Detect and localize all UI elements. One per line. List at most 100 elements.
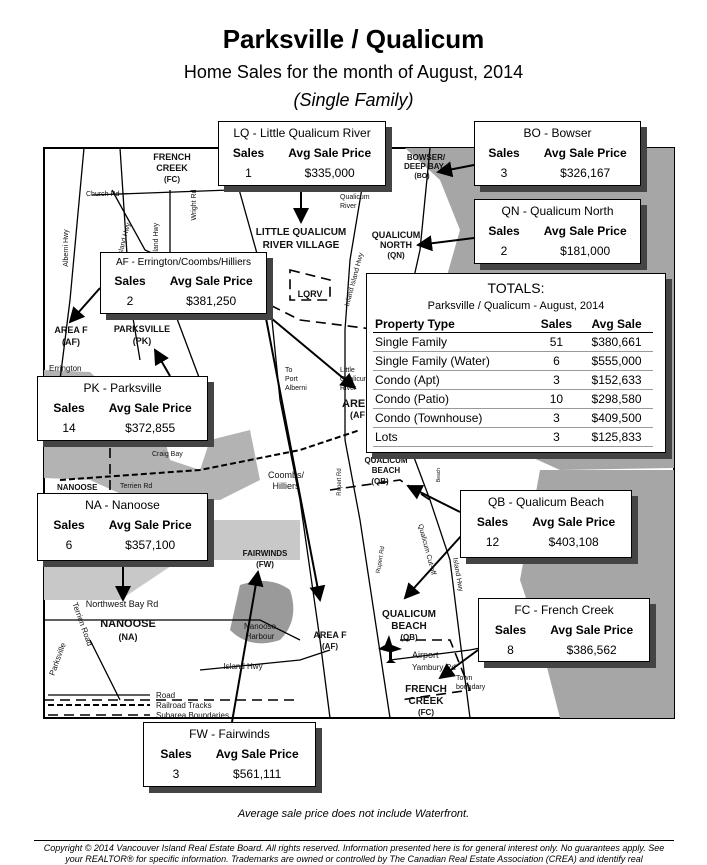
label-island-hwy-2: Island Hwy <box>153 222 160 257</box>
church-rd-line <box>91 189 231 196</box>
label-qualicum-beach-top: QUALICUM <box>364 456 407 465</box>
table-row: Condo (Townhouse) 3 $409,500 <box>373 408 653 428</box>
legend-boundary-label: Subarea Boundaries <box>156 711 229 720</box>
svg-text:BEACH: BEACH <box>372 466 401 475</box>
svg-text:(AF): (AF) <box>322 642 338 651</box>
col-sales: Sales <box>160 747 192 761</box>
svg-text:(FW): (FW) <box>256 560 274 569</box>
area-name-na: NA - Nanoose <box>85 498 160 512</box>
label-wright-rd: Wright Rd <box>191 189 198 220</box>
label-bowser: BOWSER/ <box>407 153 446 162</box>
row-avg: $555,000 <box>580 351 653 371</box>
arrow-qn <box>416 235 475 252</box>
label-craig-bay: Craig Bay <box>152 451 183 458</box>
svg-text:(AF: (AF <box>350 410 365 420</box>
label-church-rd: Church Rd <box>86 191 120 198</box>
area-name-af: AF - Errington/Coombs/Hilliers <box>115 257 252 268</box>
label-parksville: PARKSVILLE <box>114 324 170 334</box>
sales-af: 2 <box>126 294 134 308</box>
sales-qb: 12 <box>485 535 500 549</box>
col-sales: Sales <box>53 401 85 415</box>
col-avg: Avg Sale Price <box>288 146 372 160</box>
nanoose-harbour-water <box>230 581 294 644</box>
label-terrien-rd: Terrien Rd <box>120 483 152 490</box>
col-avg: Avg Sale Price <box>543 146 627 160</box>
row-sales: 51 <box>532 332 581 352</box>
col-sales: Sales <box>494 623 527 637</box>
row-avg: $152,633 <box>580 370 653 390</box>
row-avg: $298,580 <box>580 389 653 409</box>
label-northwest-bay-rd: Northwest Bay Rd <box>86 599 159 609</box>
label-little-qualicum-river: Little <box>340 367 355 374</box>
page-title: Parksville / Qualicum <box>222 24 485 54</box>
area-name-bo: BO - Bowser <box>523 126 592 140</box>
svg-text:(FC): (FC) <box>418 708 434 717</box>
label-yambury-rd: Yambury Rd <box>412 663 456 672</box>
area-name-qb: QB - Qualicum Beach <box>487 495 605 509</box>
avg-na: $357,100 <box>125 538 176 552</box>
svg-text:BEACH: BEACH <box>391 621 427 632</box>
totals-col-sales: Sales <box>532 316 581 333</box>
alberni-hwy-line <box>59 147 85 381</box>
arrow-bo <box>436 161 475 178</box>
label-area-f-south: AREA F <box>313 630 347 640</box>
label-rupert-rd-2: Rupert Rd <box>376 546 387 574</box>
svg-text:(QB): (QB) <box>371 477 389 486</box>
col-avg: Avg Sale Price <box>215 747 299 761</box>
label-island-hwy-bottom: Island Hwy <box>223 662 262 671</box>
pointer-arrows <box>68 161 479 723</box>
row-type: Single Family (Water) <box>373 351 533 371</box>
svg-text:River: River <box>340 203 357 210</box>
copyright-notice: Copyright © 2014 Vancouver Island Real E… <box>34 840 674 865</box>
map-labels: FRENCH CREEK (FC) Church Rd Alberni Hwy … <box>48 152 486 717</box>
svg-text:RIVER VILLAGE: RIVER VILLAGE <box>263 240 340 251</box>
svg-text:(PK): (PK) <box>133 336 152 346</box>
svg-text:(AF): (AF) <box>62 337 80 347</box>
sales-fc: 8 <box>507 643 514 657</box>
arrow-qb-north <box>406 485 461 513</box>
arrow-fw <box>231 570 264 723</box>
svg-text:(QB): (QB) <box>400 633 418 642</box>
col-sales: Sales <box>114 274 146 288</box>
table-row: Condo (Patio) 10 $298,580 <box>373 389 653 409</box>
svg-text:(NA): (NA) <box>119 632 138 642</box>
arrow-af-west <box>68 287 101 324</box>
sales-pk: 14 <box>62 421 76 435</box>
sales-fw: 3 <box>172 767 180 781</box>
label-lqrv: LQRV <box>298 289 323 299</box>
label-french-creek-top: FRENCH <box>153 152 191 162</box>
row-type: Condo (Townhouse) <box>373 408 533 428</box>
row-sales: 10 <box>532 389 581 409</box>
sales-qn: 2 <box>500 244 508 258</box>
area-name-fw: FW - Fairwinds <box>189 727 270 741</box>
avg-fc: $386,562 <box>566 643 617 657</box>
area-name-lq: LQ - Little Qualicum River <box>233 126 371 140</box>
row-sales: 3 <box>532 408 581 428</box>
svg-text:Port: Port <box>285 376 298 383</box>
legend-road-label: Road <box>156 691 175 700</box>
row-type: Condo (Apt) <box>373 370 533 390</box>
avg-qn: $181,000 <box>560 244 611 258</box>
totals-box: TOTALS: Parksville / Qualicum - August, … <box>366 273 666 453</box>
avg-lq: $335,000 <box>304 166 355 180</box>
avg-af: $381,250 <box>186 294 237 308</box>
row-sales: 3 <box>532 427 581 447</box>
arrow-qb-south <box>403 534 463 600</box>
svg-text:(QN): (QN) <box>387 251 405 260</box>
label-qualicum-beach: QUALICUM <box>382 609 436 620</box>
svg-text:(FC): (FC) <box>164 175 180 184</box>
footnote: Average sale price does not include Wate… <box>237 808 470 820</box>
totals-col-avg: Avg Sale <box>580 316 653 333</box>
label-beach: Beach <box>436 468 442 482</box>
avg-fw: $561,111 <box>233 767 282 781</box>
row-sales: 3 <box>532 370 581 390</box>
table-row: Single Family (Water) 6 $555,000 <box>373 351 653 371</box>
svg-text:CREEK: CREEK <box>156 163 188 173</box>
svg-text:Hilliers: Hilliers <box>273 481 301 491</box>
col-sales: Sales <box>476 515 509 529</box>
label-alberni-hwy: Alberni Hwy <box>63 229 70 267</box>
